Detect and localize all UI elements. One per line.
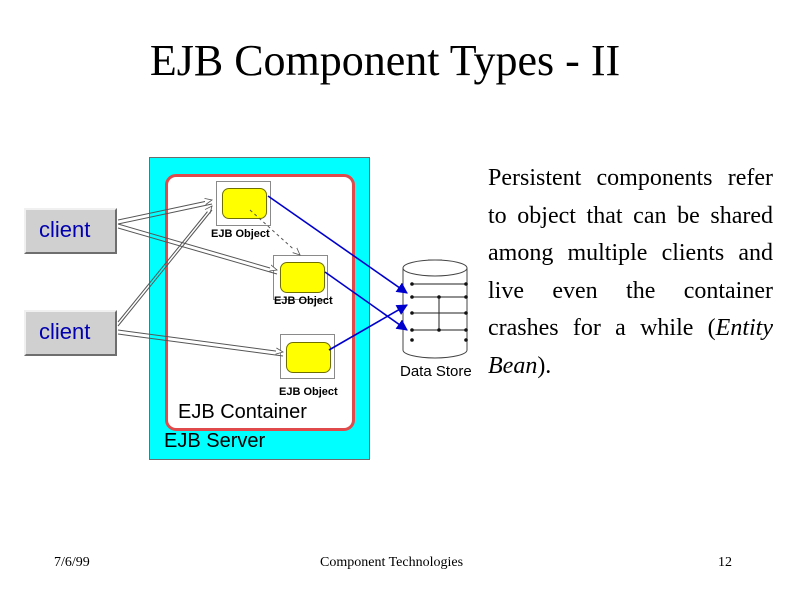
ejb-object-shape [222,188,267,219]
ejb-object-label: EJB Object [274,295,333,307]
client-box: client [24,310,117,356]
footer-date: 7/6/99 [54,555,90,570]
description-text: Persistent components refer to object th… [488,160,773,385]
description-emphasis: Entity Bean [488,315,773,379]
description-lead: Persistent components refer to object th… [488,165,773,341]
data-store-icon [402,259,468,359]
ejb-object-shape [286,342,331,373]
ejb-object-label: EJB Object [211,228,270,240]
footer-center: Component Technologies [320,555,464,570]
slide-title: EJB Component Types - II [149,36,621,85]
client-to-object-arrows [117,200,300,357]
ejb-object-label: EJB Object [279,386,338,398]
ejb-container-label: EJB Container [178,401,307,423]
ejb-object-shape [280,262,325,293]
description-tail: ). [537,352,552,379]
footer-page-number: 12 [718,555,732,570]
ejb-server-label: EJB Server [164,430,266,452]
data-store-label: Data Store [400,363,472,380]
client-box: client [24,208,117,254]
object-to-store-arrows [267,195,408,351]
